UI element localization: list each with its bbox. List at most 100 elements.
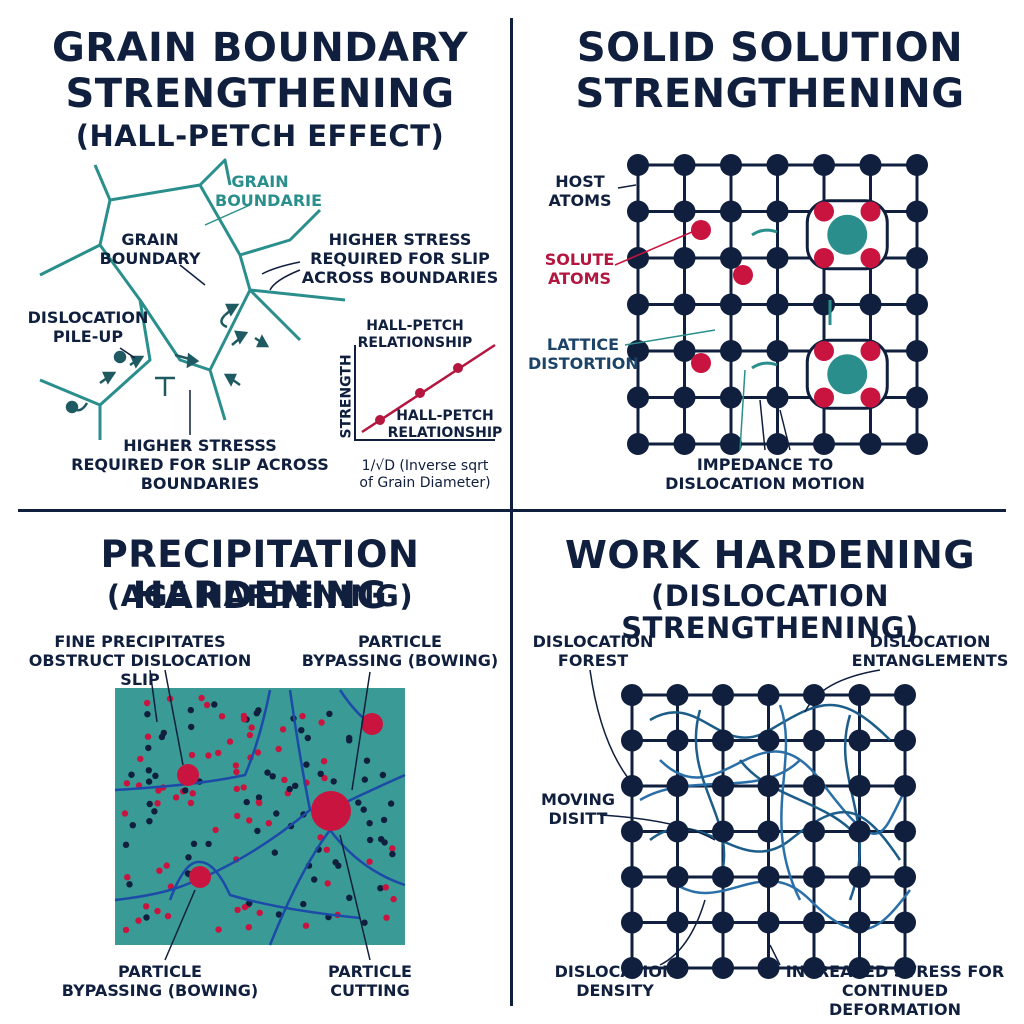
fine-precipitate <box>154 800 161 807</box>
lattice-atom <box>757 729 780 752</box>
fine-precipitate <box>189 790 196 797</box>
fine-precipitate <box>324 880 331 887</box>
lattice-atom <box>666 911 689 934</box>
leader-line <box>759 399 766 451</box>
solid-solution-lattice <box>614 154 928 455</box>
fine-precipitate <box>145 778 153 785</box>
fine-precipitate <box>154 907 161 915</box>
grain-title-line1: GRAIN BOUNDARY <box>51 25 469 71</box>
host-atom <box>766 293 789 316</box>
label-bypass-top: PARTICLE BYPASSING (BOWING) <box>301 632 499 671</box>
fine-precipitate <box>361 776 368 783</box>
fine-precipitate <box>281 776 288 783</box>
fine-precipitate <box>387 800 395 807</box>
leader-line <box>339 834 371 961</box>
lattice-atom <box>894 820 916 843</box>
large-precipitate <box>177 764 199 786</box>
fine-precipitate <box>240 784 247 791</box>
host-atom <box>766 200 789 223</box>
fine-precipitate <box>205 752 212 759</box>
work-subtitle: (DISLOCATION STRENGTHENING) <box>621 579 919 646</box>
grain-subtitle: (HALL-PETCH EFFECT) <box>75 119 445 153</box>
solute-atom <box>860 248 881 268</box>
fine-precipitate <box>163 862 170 869</box>
fine-precipitate <box>128 771 135 778</box>
solute-atom <box>733 265 753 285</box>
fine-precipitate <box>346 737 353 744</box>
lattice-atom <box>621 684 643 706</box>
hall-petch-inset <box>354 345 495 441</box>
lattice-atom <box>803 729 825 752</box>
lattice-atom <box>666 866 689 888</box>
dislocation-tangle <box>659 750 907 835</box>
lattice-atom <box>712 866 734 888</box>
grain-title-line2: STRENGTHENING <box>65 71 455 117</box>
leader-line <box>624 329 716 346</box>
lattice-atom <box>894 775 916 797</box>
lattice-atom <box>712 729 734 752</box>
motion-arrow <box>751 361 778 370</box>
fine-precipitate <box>187 706 194 714</box>
fine-precipitate <box>126 881 133 888</box>
host-atom <box>627 386 649 409</box>
lattice-atom <box>621 729 643 752</box>
host-atom <box>813 154 835 176</box>
host-atom <box>813 433 835 455</box>
grain-boundary-line <box>248 288 302 342</box>
large-solute-atom <box>827 214 868 255</box>
grain-boundary-line <box>93 164 112 201</box>
lattice-atom <box>894 866 916 888</box>
fine-precipitate <box>232 762 240 769</box>
fine-precipitate <box>323 846 330 853</box>
fine-precipitate <box>346 894 353 901</box>
fine-precipitate <box>151 808 158 815</box>
hall-petch-point <box>453 363 463 373</box>
host-atom <box>906 340 928 362</box>
fine-precipitate <box>292 782 299 789</box>
label-pileup: DISLOCATION PILE-UP <box>27 308 149 347</box>
solute-atom <box>860 387 881 408</box>
fine-precipitate <box>279 726 287 733</box>
fine-precipitate <box>123 780 131 787</box>
leader-line <box>617 184 637 189</box>
fine-precipitate <box>146 818 153 825</box>
host-atom <box>673 340 696 362</box>
lattice-atom <box>666 684 689 706</box>
lattice-atom <box>757 775 780 797</box>
label-dislocation-density: DISLOCATION DENSITY <box>554 962 676 1001</box>
fine-precipitate <box>203 701 211 709</box>
solute-atom <box>860 201 881 222</box>
fine-precipitate <box>245 924 252 931</box>
fine-precipitate <box>129 822 136 829</box>
label-impedance: IMPEDANCE TO DISLOCATION MOTION <box>665 455 865 494</box>
lattice-atom <box>621 866 643 888</box>
fine-precipitate <box>253 710 260 717</box>
large-precipitate <box>189 866 211 888</box>
host-atom <box>627 293 649 316</box>
host-atom <box>906 200 928 223</box>
leader-line <box>614 231 693 266</box>
host-atom <box>766 433 789 455</box>
host-atom <box>906 433 928 455</box>
host-atom <box>673 293 696 316</box>
grain-boundary-line <box>239 208 322 257</box>
leader-line <box>164 889 196 961</box>
fine-precipitate <box>361 919 368 926</box>
fine-precipitate <box>366 858 373 865</box>
lattice-atom <box>621 820 643 843</box>
fine-precipitate <box>318 719 325 726</box>
lattice-atom <box>894 911 916 934</box>
lattice-atom <box>666 729 689 752</box>
fine-precipitate <box>155 787 162 794</box>
fine-precipitate <box>271 849 278 856</box>
hall-petch-point <box>375 415 385 425</box>
host-atom <box>627 340 649 362</box>
dislocation-tangle <box>739 759 861 841</box>
label-bypass-bottom: PARTICLE BYPASSING (BOWING) <box>61 962 259 1001</box>
fine-precipitate <box>215 749 222 757</box>
leader-line <box>659 899 706 966</box>
fine-precipitate <box>190 840 198 847</box>
host-atom <box>720 433 742 455</box>
fine-precipitate <box>286 785 293 793</box>
grain-boundary-line <box>249 288 346 302</box>
